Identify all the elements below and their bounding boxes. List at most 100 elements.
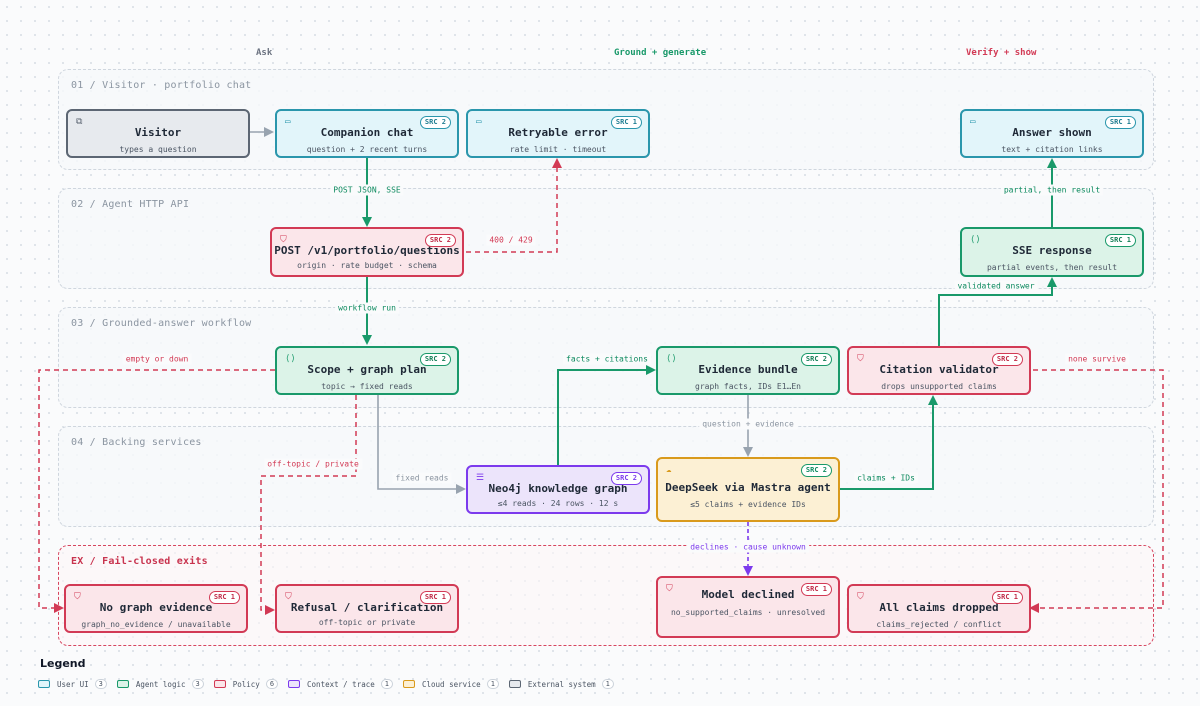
code-icon: ⟨⟩	[970, 235, 981, 245]
node-title: Scope + graph plan	[307, 363, 427, 376]
node-title: POST /v1/portfolio/questions	[274, 244, 460, 257]
node-subtitle: drops unsupported claims	[881, 382, 997, 391]
legend-label: Context / trace	[307, 679, 375, 689]
legend-count: 1	[380, 679, 393, 689]
src-badge: SRC 1	[1104, 116, 1136, 129]
node-title: Visitor	[134, 126, 182, 139]
node-all-claims-dropped[interactable]: ⛉ SRC 1 All claims dropped claims_reject…	[847, 584, 1031, 633]
node-title: DeepSeek via Mastra agent	[665, 481, 831, 494]
legend-item-user-ui: User UI 3	[38, 679, 107, 689]
window-icon: ▭	[285, 117, 291, 127]
node-evidence-bundle[interactable]: ⟨⟩ SRC 2 Evidence bundle graph facts, ID…	[656, 346, 840, 395]
lane-title-visitor: 01 / Visitor · portfolio chat	[71, 80, 252, 91]
node-subtitle: no_supported_claims · unresolved	[670, 608, 826, 617]
node-subtitle: question + 2 recent turns	[306, 145, 428, 154]
node-title: Answer shown	[1012, 126, 1092, 139]
node-title: Companion chat	[320, 126, 414, 139]
src-badge: SRC 1	[1104, 234, 1136, 247]
shield-icon: ⛉	[285, 592, 292, 602]
node-citation-validator[interactable]: ⛉ SRC 2 Citation validator drops unsuppo…	[847, 346, 1031, 395]
legend-item-cloud-service: Cloud service 1	[402, 679, 499, 689]
legend-label: Agent logic	[135, 679, 186, 689]
src-badge: SRC 2	[800, 353, 832, 366]
node-no-graph-evidence[interactable]: ⛉ SRC 1 No graph evidence graph_no_evide…	[64, 584, 248, 633]
edge-validator-sse	[938, 277, 1057, 346]
node-subtitle: graph facts, IDs E1…En	[695, 382, 801, 391]
node-title: Citation validator	[879, 363, 999, 376]
column-header-ground: Ground + generate	[614, 48, 707, 58]
edge-scope-neo4j	[377, 395, 466, 494]
database-icon: ☰	[476, 473, 485, 483]
code-icon: ⟨⟩	[666, 354, 677, 364]
src-badge: SRC 2	[419, 353, 451, 366]
node-neo4j-graph[interactable]: ☰ SRC 2 Neo4j knowledge graph ≤4 reads ·…	[466, 465, 650, 514]
shield-icon: ⛉	[857, 354, 864, 364]
node-scope-plan[interactable]: ⟨⟩ SRC 2 Scope + graph plan topic → fixe…	[275, 346, 459, 395]
edge-label-declines: declines · cause unknown	[687, 541, 809, 553]
legend-swatch	[38, 680, 50, 688]
legend-count: 6	[265, 679, 279, 689]
node-title: Model declined	[701, 588, 795, 601]
node-subtitle: claims_rejected / conflict	[876, 620, 1002, 629]
window-icon: ▭	[476, 117, 482, 127]
legend-title: Legend	[40, 657, 86, 670]
legend-item-agent-logic: Agent logic 3	[116, 679, 204, 689]
node-subtitle: off-topic or private	[318, 618, 416, 627]
legend-label: External system	[527, 679, 596, 689]
node-subtitle: ≤4 reads · 24 rows · 12 s	[497, 499, 619, 508]
node-refusal[interactable]: ⛉ SRC 1 Refusal / clarification off-topi…	[275, 584, 459, 633]
src-badge: SRC 2	[991, 353, 1023, 366]
src-badge: SRC 1	[991, 591, 1023, 604]
edge-label-workflow-run: workflow run	[335, 302, 399, 314]
external-system-icon: ⧉	[76, 117, 83, 127]
code-icon: ⟨⟩	[285, 354, 296, 364]
legend-swatch	[288, 680, 301, 688]
legend: Legend User UI 3 Agent logic 3 Policy 6 …	[38, 657, 614, 689]
node-sse-response[interactable]: ⟨⟩ SRC 1 SSE response partial events, th…	[960, 227, 1144, 277]
edge-label-facts-citations: facts + citations	[563, 353, 651, 365]
legend-count: 1	[601, 679, 614, 689]
node-title: No graph evidence	[99, 601, 213, 614]
node-title: Retryable error	[508, 126, 608, 139]
edge-label-off-topic: off-topic / private	[264, 458, 362, 470]
node-subtitle: origin · rate budget · schema	[297, 261, 437, 270]
node-visitor[interactable]: ⧉ Visitor types a question	[66, 109, 250, 158]
lane-title-exits: EX / Fail-closed exits	[71, 556, 208, 567]
node-post-questions[interactable]: ⛉ SRC 2 POST /v1/portfolio/questions ori…	[270, 227, 464, 277]
edge-label-post-json: POST JSON, SSE	[330, 184, 404, 196]
shield-icon: ⛉	[666, 584, 673, 594]
edge-label-claims-ids: claims + IDs	[854, 472, 918, 484]
node-subtitle: types a question	[119, 145, 197, 154]
src-badge: SRC 1	[610, 116, 642, 129]
shield-icon: ⛉	[280, 235, 287, 245]
legend-count: 1	[486, 679, 499, 689]
src-badge: SRC 1	[419, 591, 451, 604]
legend-swatch	[116, 680, 129, 688]
node-subtitle: partial events, then result	[986, 263, 1118, 272]
legend-label: Policy	[232, 679, 260, 689]
src-badge: SRC 1	[800, 583, 832, 596]
node-title: Neo4j knowledge graph	[488, 482, 628, 495]
node-companion-chat[interactable]: ▭ SRC 2 Companion chat question + 2 rece…	[275, 109, 459, 158]
node-deepseek-agent[interactable]: ☁ SRC 2 DeepSeek via Mastra agent ≤5 cla…	[656, 457, 840, 522]
legend-label: Cloud service	[421, 679, 481, 689]
lane-title-workflow: 03 / Grounded-answer workflow	[71, 318, 252, 329]
legend-item-external-system: External system 1	[508, 679, 614, 689]
legend-swatch	[213, 680, 226, 688]
edge-label-question-evidence: question + evidence	[699, 418, 797, 430]
node-subtitle: ≤5 claims + evidence IDs	[690, 500, 806, 509]
edge-scope-refusal	[260, 395, 357, 615]
node-answer-shown[interactable]: ▭ SRC 1 Answer shown text + citation lin…	[960, 109, 1144, 158]
node-retryable-error[interactable]: ▭ SRC 1 Retryable error rate limit · tim…	[466, 109, 650, 158]
edge-validator-dropped	[1029, 369, 1164, 613]
legend-swatch	[508, 680, 521, 688]
legend-item-context-trace: Context / trace 1	[288, 679, 393, 689]
edge-label-empty-down: empty or down	[122, 353, 192, 365]
cloud-icon: ☁	[666, 465, 672, 475]
node-model-declined[interactable]: ⛉ SRC 1 Model declined no_supported_clai…	[656, 576, 840, 638]
edge-label-partial-result: partial, then result	[1000, 184, 1104, 196]
edge-label-fixed-reads: fixed reads	[392, 472, 452, 484]
node-subtitle: text + citation links	[1001, 145, 1103, 154]
legend-count: 3	[94, 679, 107, 689]
